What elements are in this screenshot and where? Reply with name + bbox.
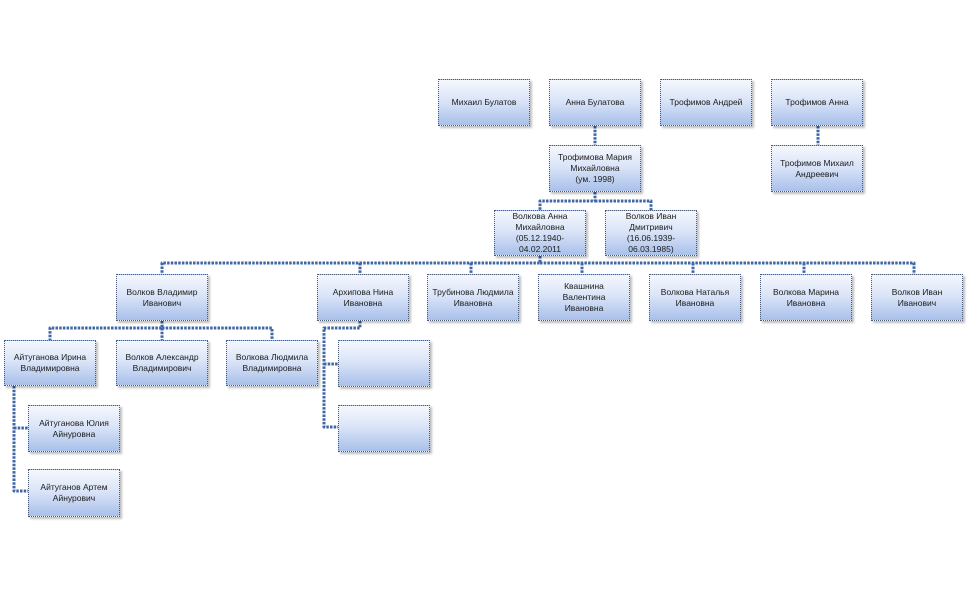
- connector-volkova-anna-children: [160, 256, 916, 274]
- node-label: Волкова Людмила Владимировна: [235, 352, 309, 373]
- node-trofimov-mikhail: Трофимов Михаил Андреевич: [771, 145, 863, 192]
- node-label: Волков Иван Дмитривич (16.06.1939- 06.03…: [625, 211, 677, 254]
- node-empty-2: [338, 405, 430, 452]
- node-label: Волкова Марина Ивановна: [772, 286, 840, 308]
- node-label: Трофимов Андрей: [669, 97, 743, 107]
- node-label: Трубинова Людмила Ивановна: [432, 286, 514, 308]
- node-volkov-vladimir: Волков Владимир Иванович: [116, 274, 208, 321]
- node-trubinova-lyudmila: Трубинова Людмила Ивановна: [427, 274, 519, 321]
- node-label: Волков Александр Владимирович: [125, 352, 199, 373]
- node-anna-bulatova: Анна Булатова: [549, 79, 641, 126]
- node-volkova-lyudmila-vladimirovna: Волкова Людмила Владимировна: [226, 340, 318, 386]
- node-label: Волков Иван Иванович: [891, 286, 943, 308]
- node-volkov-ivan-dmitrivich: Волков Иван Дмитривич (16.06.1939- 06.03…: [605, 210, 697, 256]
- node-label: Анна Булатова: [565, 97, 625, 107]
- node-label: Айтуганов Артем Айнурович: [40, 482, 108, 503]
- connector-vladimir-children: [48, 321, 274, 340]
- node-trofimov-anna: Трофимов Анна: [771, 79, 863, 126]
- node-label: Михаил Булатов: [451, 97, 517, 107]
- node-label: Трофимова Мария Михайловна (ум. 1998): [558, 152, 632, 184]
- node-volkova-anna: Волкова Анна Михайловна (05.12.1940- 04.…: [494, 210, 586, 256]
- node-volkova-marina: Волкова Марина Ивановна: [760, 274, 852, 321]
- node-aytuganova-yulia: Айтуганова Юлия Айнуровна: [28, 405, 120, 452]
- node-label: Волкова Анна Михайловна (05.12.1940- 04.…: [512, 211, 568, 254]
- node-empty-1: [338, 340, 430, 387]
- connector-maria-children: [538, 192, 653, 210]
- node-aytuganova-irina: Айтуганова Ирина Владимировна: [4, 340, 96, 386]
- node-volkov-ivan-ivanovich: Волков Иван Иванович: [871, 274, 963, 321]
- connector-irina-children: [12, 386, 28, 493]
- node-kvashnina-valentina: Квашнина Валентина Ивановна: [538, 274, 630, 321]
- node-arkhipova-nina: Архипова Нина Ивановна: [317, 274, 409, 321]
- node-label: Айтуганова Юлия Айнуровна: [39, 417, 109, 439]
- node-label: Волкова Наталья Ивановна: [660, 286, 730, 308]
- node-trofimov-andrey: Трофимов Андрей: [660, 79, 752, 126]
- node-label: Трофимов Михаил Андреевич: [780, 157, 854, 179]
- node-volkov-aleksandr: Волков Александр Владимирович: [116, 340, 208, 386]
- node-mikhail-bulatov: Михаил Булатов: [438, 79, 530, 126]
- node-label: Айтуганова Ирина Владимировна: [13, 352, 87, 373]
- node-trofimova-maria: Трофимова Мария Михайловна (ум. 1998): [549, 145, 641, 192]
- connector-arkhipova-children: [322, 321, 362, 429]
- node-label: Квашнина Валентина Ивановна: [562, 281, 606, 313]
- node-label: Волков Владимир Иванович: [126, 286, 198, 308]
- node-aytuganov-artem: Айтуганов Артем Айнурович: [28, 469, 120, 517]
- node-volkova-natalya: Волкова Наталья Ивановна: [649, 274, 741, 321]
- node-label: Трофимов Анна: [785, 97, 849, 107]
- node-label: Архипова Нина Ивановна: [332, 286, 394, 308]
